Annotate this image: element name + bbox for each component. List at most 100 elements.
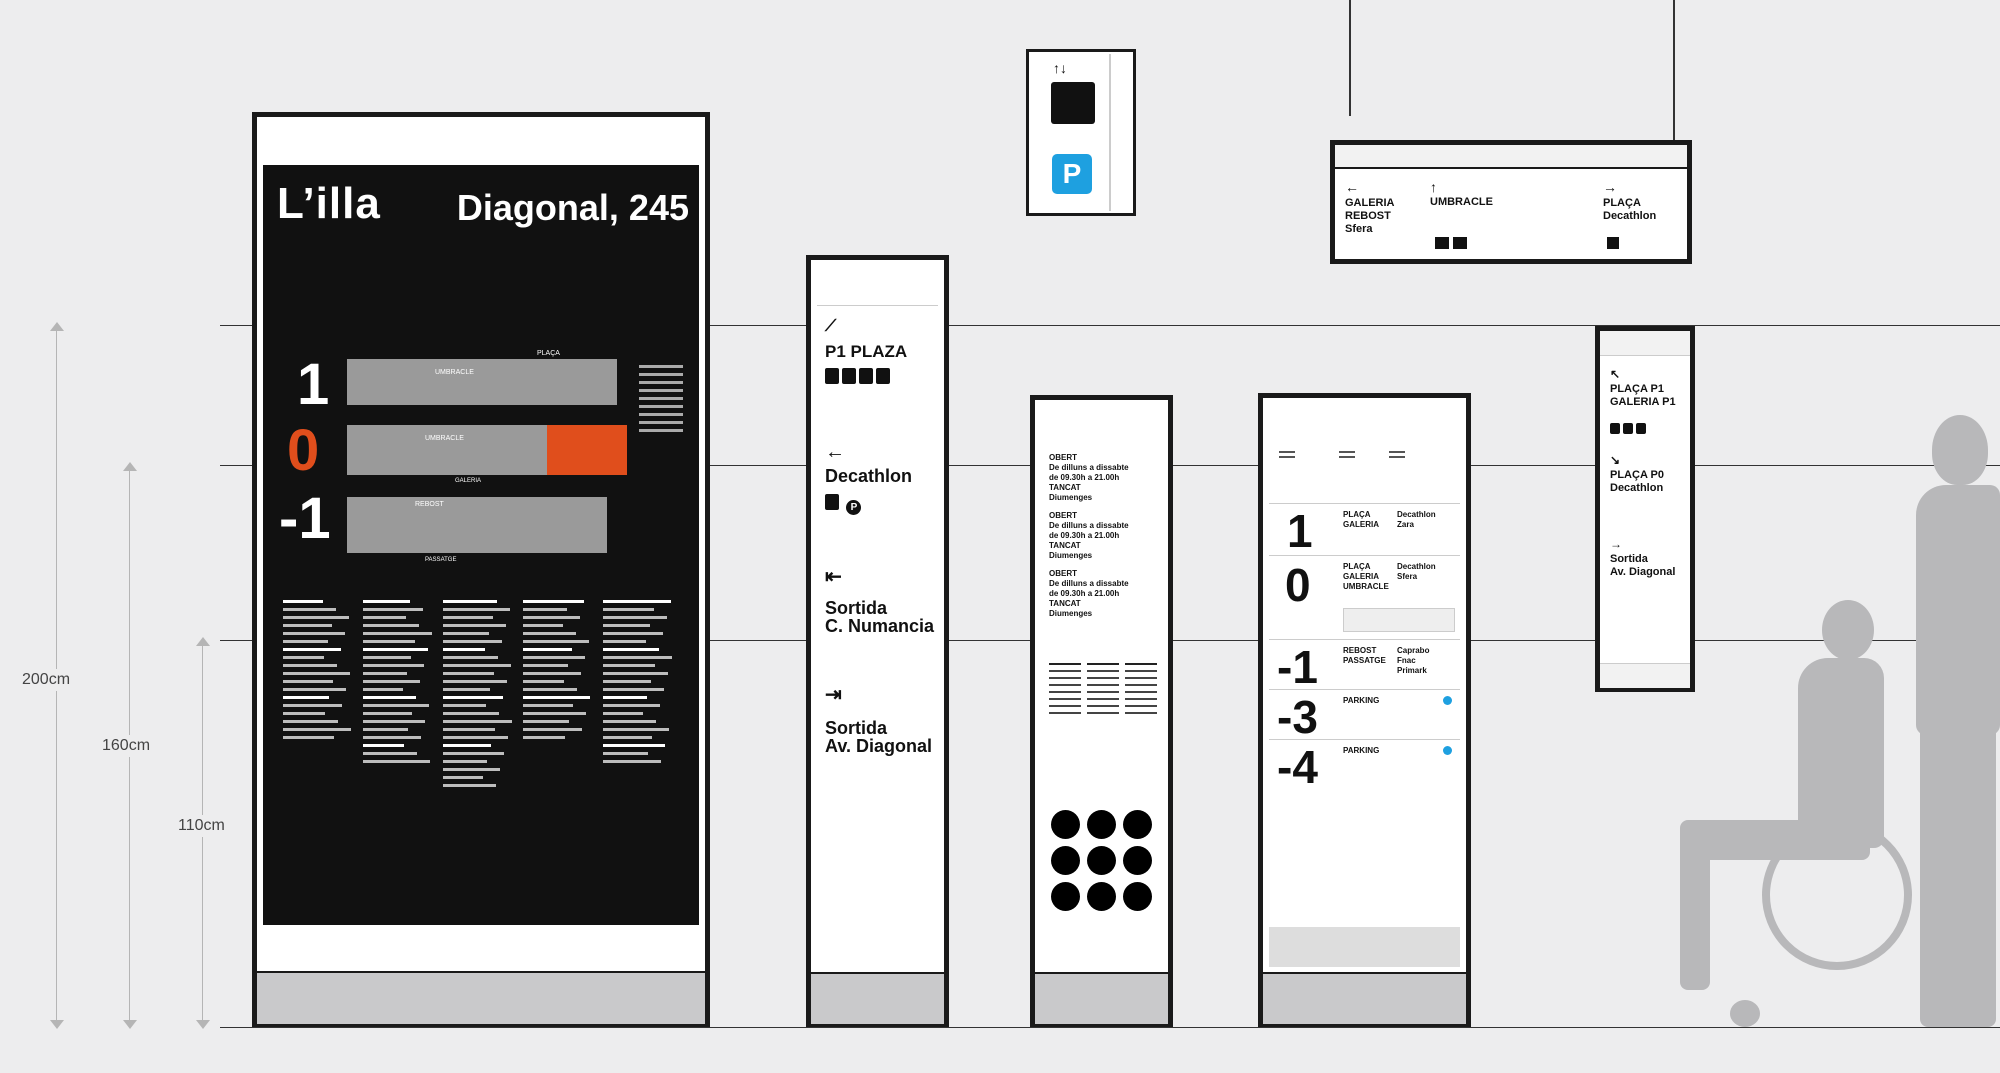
store-list-entry	[283, 648, 341, 651]
level-zones: PARKING	[1343, 746, 1380, 755]
store-list-entry	[283, 608, 336, 611]
dim-110-arrow-down	[196, 1020, 210, 1029]
map-label-passatge: PASSATGE	[425, 557, 457, 563]
directory-base	[257, 971, 705, 1024]
store-list-entry	[283, 672, 350, 675]
exit-right-icon: ⇥	[825, 684, 842, 706]
level-shops: Decathlon Sfera	[1397, 562, 1436, 581]
store-list-entry	[283, 632, 345, 635]
hanging-cable-left	[1349, 0, 1351, 116]
store-list-col-4	[523, 600, 590, 744]
store-list-entry	[443, 776, 483, 779]
amenity-icons-row	[1610, 421, 1649, 439]
amenity-icons-row	[825, 368, 893, 389]
levels-sign: 1 PLAÇA GALERIA Decathlon Zara 0 PLAÇA G…	[1258, 393, 1471, 1027]
store-list-entry	[443, 736, 508, 739]
dim-200-label: 200cm	[22, 669, 71, 691]
level-zones: PLAÇA GALERIA	[1343, 510, 1379, 529]
parking-icon: P	[1052, 154, 1092, 194]
store-list-entry	[603, 680, 651, 683]
store-list-entry	[363, 664, 424, 667]
dim-110-arrow-up	[196, 637, 210, 646]
braille-dot-3	[1123, 810, 1152, 839]
store-list-entry	[443, 640, 502, 643]
store-list-entry	[443, 600, 497, 603]
store-list-entry	[523, 632, 576, 635]
store-list-entry	[443, 632, 489, 635]
tall-sign-panel: ⟋ P1 PLAZA ← Decathlon P ⇤ Sortida C. Nu…	[817, 305, 938, 931]
level-number: 1	[1287, 505, 1313, 557]
store-list-entry	[523, 640, 589, 643]
map-label-galeria-0: GALERIA	[455, 478, 482, 484]
store-list-entry	[523, 648, 572, 651]
store-list-entry	[603, 744, 665, 747]
store-list-entry	[443, 688, 490, 691]
level-zones: PLAÇA GALERIA UMBRACLE	[1343, 562, 1389, 591]
braille-dot-7	[1051, 882, 1080, 911]
toilets-icon	[825, 368, 839, 384]
tall-sign-item-1: P1 PLAZA	[825, 342, 908, 361]
dim-200-arrow-up	[50, 322, 64, 331]
store-list-entry	[523, 712, 586, 715]
address-title: Diagonal, 245	[456, 187, 689, 228]
store-list-entry	[523, 728, 582, 731]
store-list-entry	[523, 664, 568, 667]
store-list-entry	[603, 696, 647, 699]
braille-dot-8	[1087, 882, 1116, 911]
store-list-entry	[283, 640, 328, 643]
store-list-entry	[363, 744, 404, 747]
wheelchair-user-silhouette	[1670, 600, 1920, 1027]
directory-panel: L’illa Diagonal, 245 1 0 -1 PLAÇA UMBRAC…	[263, 165, 699, 925]
dim-110-label: 110cm	[178, 815, 225, 837]
map-label-placa-1: PLAÇA	[537, 350, 560, 357]
hanging-right-arrow: →	[1603, 179, 1617, 195]
map-legend	[639, 365, 683, 437]
small-sign-header	[1600, 331, 1690, 356]
store-list-entry	[443, 680, 507, 683]
toilets-icon	[1610, 423, 1620, 434]
store-list-entry	[523, 624, 563, 627]
store-list-entry	[443, 608, 510, 611]
levels-sign-base	[1263, 972, 1466, 1024]
map-label-umbracle-0: UMBRACLE	[425, 435, 464, 442]
store-list-entry	[283, 688, 346, 691]
store-list-entry	[283, 696, 329, 699]
store-list-col-1	[283, 600, 351, 744]
parking-icon: P	[846, 500, 862, 515]
food-court-icon	[1636, 423, 1646, 434]
guide-line-200	[220, 325, 2000, 326]
store-list-entry	[363, 648, 428, 651]
up-down-arrows-icon: ↑↓	[1053, 60, 1067, 76]
hanging-sign-header	[1335, 145, 1687, 169]
store-list-entry	[363, 608, 423, 611]
food-court-icon	[859, 368, 873, 384]
store-list-entry	[363, 760, 430, 763]
hanging-center-arrow: ↑	[1430, 179, 1437, 195]
store-list-entry	[603, 760, 661, 763]
map-floor-minus1	[347, 497, 607, 553]
braille-dot-4	[1051, 846, 1080, 875]
small-sign-arrow-2: ↘	[1610, 453, 1621, 467]
store-list-entry	[443, 728, 495, 731]
map-floor-1	[347, 359, 617, 405]
store-list-entry	[363, 672, 407, 675]
lift-icon	[876, 368, 890, 384]
small-sign-arrow-1: ↖	[1610, 367, 1621, 381]
store-list-entry	[443, 712, 499, 715]
store-list-entry	[283, 720, 338, 723]
exit-left-icon: ⇤	[825, 566, 842, 588]
dim-160-arrow-down	[123, 1020, 137, 1029]
levels-base-light	[1269, 927, 1460, 967]
brand-logo: L’illa	[277, 179, 381, 228]
store-list-entry	[523, 696, 590, 699]
store-list-entry	[523, 736, 565, 739]
store-list-col-3	[443, 600, 512, 792]
store-list-entry	[603, 640, 646, 643]
dim-160-arrow-up	[123, 462, 137, 471]
parking-icon	[1443, 696, 1452, 705]
store-list-entry	[523, 608, 567, 611]
